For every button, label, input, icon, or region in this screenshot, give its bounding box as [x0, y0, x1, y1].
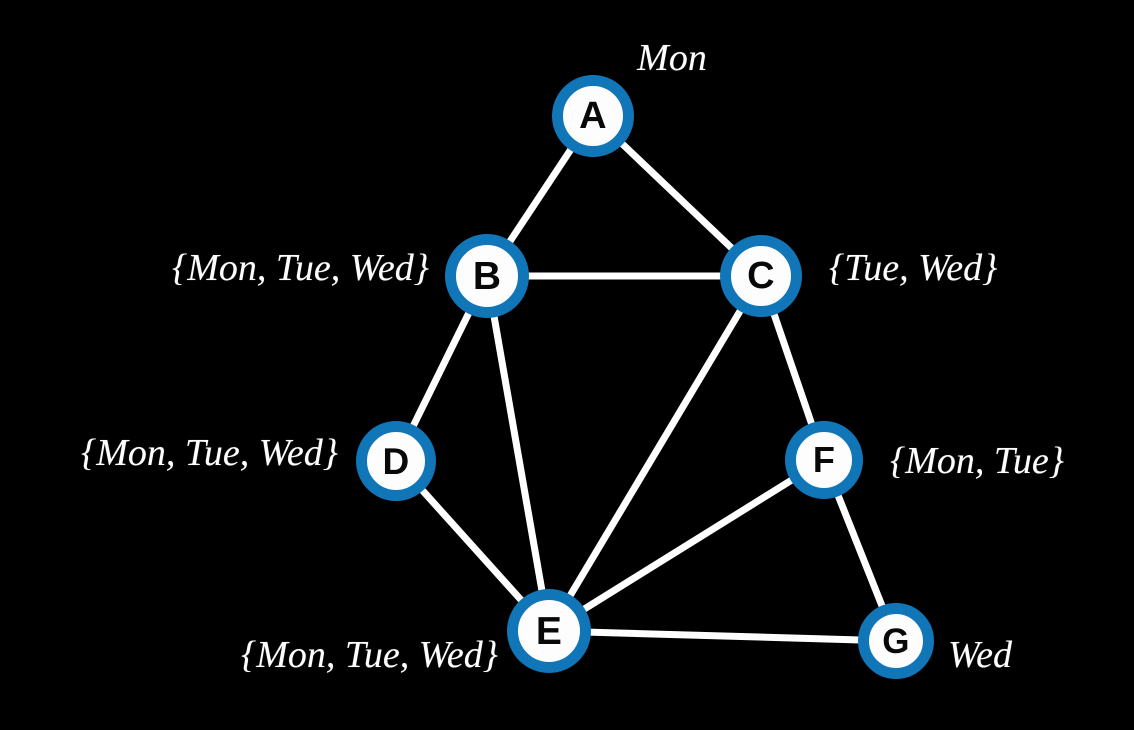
- domain-label-a: Mon: [637, 37, 707, 79]
- node-b[interactable]: B: [445, 234, 529, 318]
- node-label-c: C: [747, 255, 775, 297]
- node-a[interactable]: A: [552, 75, 634, 157]
- node-c[interactable]: C: [720, 235, 802, 317]
- node-f[interactable]: F: [785, 421, 863, 499]
- domain-label-g: Wed: [948, 634, 1013, 676]
- domain-label-b: {Mon, Tue, Wed}: [172, 247, 429, 289]
- node-g[interactable]: G: [858, 603, 934, 679]
- node-e[interactable]: E: [507, 589, 591, 673]
- domain-label-e: {Mon, Tue, Wed}: [241, 634, 498, 676]
- node-label-b: B: [472, 254, 502, 298]
- edge-b-e: [483, 272, 553, 635]
- edge-c-e: [545, 272, 765, 635]
- node-label-d: D: [382, 440, 410, 482]
- domain-label-f: {Mon, Tue}: [890, 440, 1064, 482]
- node-label-g: G: [882, 621, 910, 661]
- node-label-f: F: [812, 439, 836, 480]
- node-label-a: A: [579, 95, 607, 137]
- domain-label-d: {Mon, Tue, Wed}: [81, 432, 338, 474]
- node-d[interactable]: D: [356, 421, 436, 501]
- domain-label-c: {Tue, Wed}: [829, 247, 998, 289]
- edge-e-f: [545, 456, 828, 635]
- node-label-e: E: [535, 609, 563, 653]
- edge-e-g: [545, 627, 900, 645]
